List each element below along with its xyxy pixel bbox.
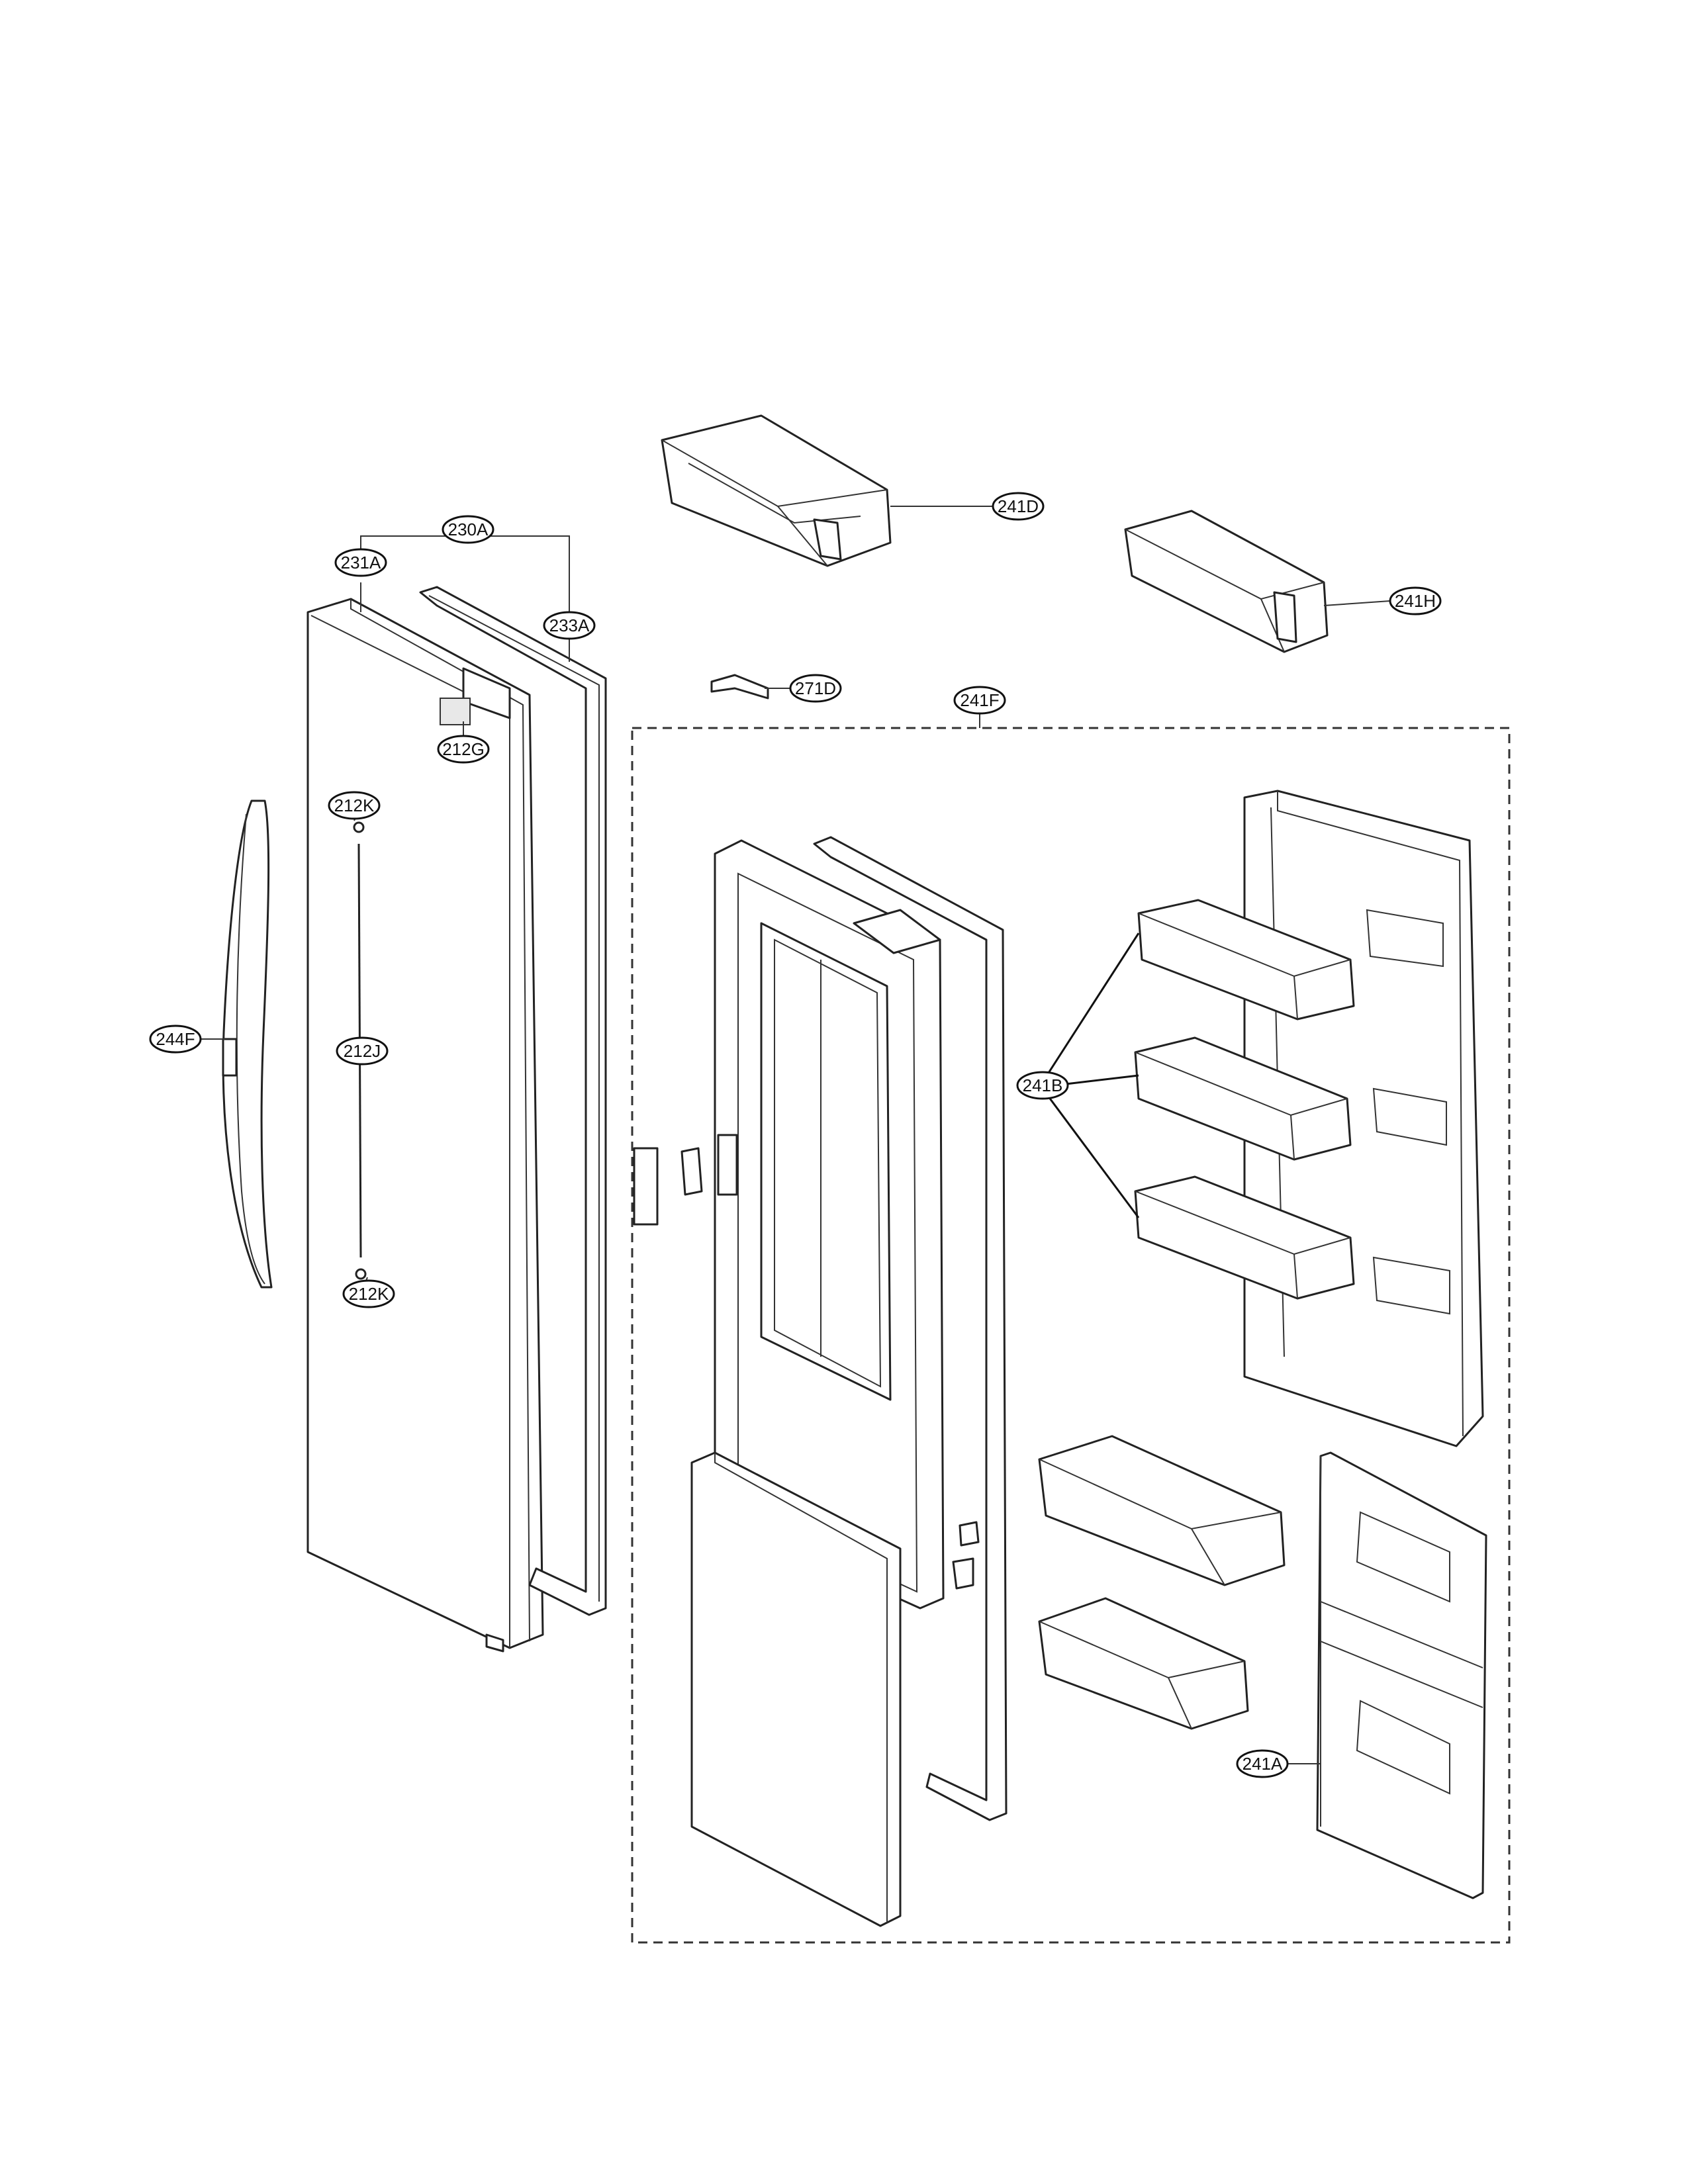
svg-text:241F: 241F <box>960 690 999 710</box>
svg-text:230A: 230A <box>448 520 489 539</box>
svg-text:233A: 233A <box>549 615 590 635</box>
svg-text:212J: 212J <box>344 1041 381 1061</box>
part-241B-door-shelf-upper <box>1137 899 1355 1021</box>
group-241F-boundary <box>631 727 1511 1944</box>
callout-244F: 244F <box>149 1024 202 1054</box>
callout-241D: 241D <box>992 492 1045 521</box>
callout-241H: 241H <box>1389 586 1442 615</box>
svg-text:241D: 241D <box>998 496 1039 516</box>
callout-212G: 212G <box>437 735 490 764</box>
callout-241B: 241B <box>1016 1071 1069 1100</box>
svg-text:212G: 212G <box>442 739 485 759</box>
svg-text:212K: 212K <box>334 796 375 815</box>
part-271D-small-bracket <box>710 674 769 700</box>
callout-231A: 231A <box>334 548 387 577</box>
part-244F-door-handle <box>222 799 273 1289</box>
callout-212K-top: 212K <box>328 791 381 820</box>
callout-241F: 241F <box>953 686 1006 715</box>
part-large-door-bin-upper <box>1038 1435 1286 1586</box>
svg-text:244F: 244F <box>156 1029 195 1049</box>
callout-241A: 241A <box>1236 1749 1289 1778</box>
callout-212K-bottom: 212K <box>342 1279 395 1308</box>
svg-text:212K: 212K <box>349 1284 389 1304</box>
callout-271D: 271D <box>789 674 842 703</box>
part-large-door-bin-lower <box>1038 1597 1249 1730</box>
callout-233A: 233A <box>543 611 596 640</box>
part-241H-door-bin <box>1124 510 1329 653</box>
svg-text:231A: 231A <box>341 553 381 572</box>
part-233A-door-gasket <box>419 586 607 1616</box>
callout-212J: 212J <box>336 1036 389 1066</box>
part-241D-door-bin <box>661 414 892 567</box>
svg-text:271D: 271D <box>795 678 836 698</box>
part-231A-left-door <box>306 598 544 1653</box>
svg-text:241A: 241A <box>1243 1754 1283 1774</box>
part-right-door-assembly <box>633 836 1008 1927</box>
part-241B-door-shelf-middle <box>1134 1036 1352 1161</box>
part-241A-door-guard <box>1316 1451 1487 1899</box>
part-241B-door-shelf-lower <box>1134 1175 1355 1300</box>
callout-230A: 230A <box>442 515 494 544</box>
svg-text:241H: 241H <box>1395 591 1436 611</box>
svg-text:241B: 241B <box>1023 1075 1063 1095</box>
